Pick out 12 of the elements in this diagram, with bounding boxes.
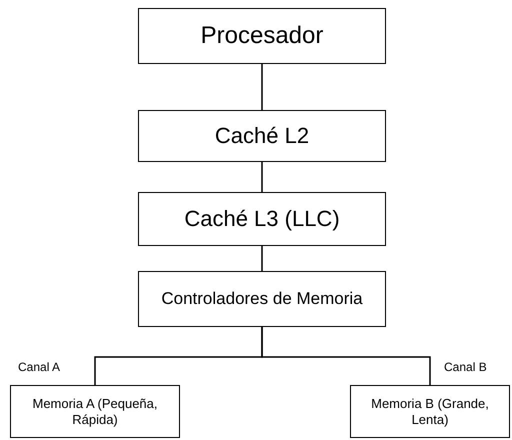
connector-line — [261, 162, 263, 192]
connector-line — [261, 246, 263, 271]
edge-label: Canal B — [444, 360, 487, 374]
connector-line — [261, 327, 431, 385]
component-box: Caché L2 — [138, 110, 386, 162]
edge-label: Canal A — [18, 360, 60, 374]
component-box: Memoria A (Pequeña, Rápida) — [10, 385, 180, 438]
component-box: Procesador — [138, 8, 386, 64]
component-box: Controladores de Memoria — [138, 271, 386, 327]
component-box: Memoria B (Grande, Lenta) — [350, 385, 510, 438]
connector-line — [261, 64, 263, 110]
component-box: Caché L3 (LLC) — [138, 192, 386, 246]
